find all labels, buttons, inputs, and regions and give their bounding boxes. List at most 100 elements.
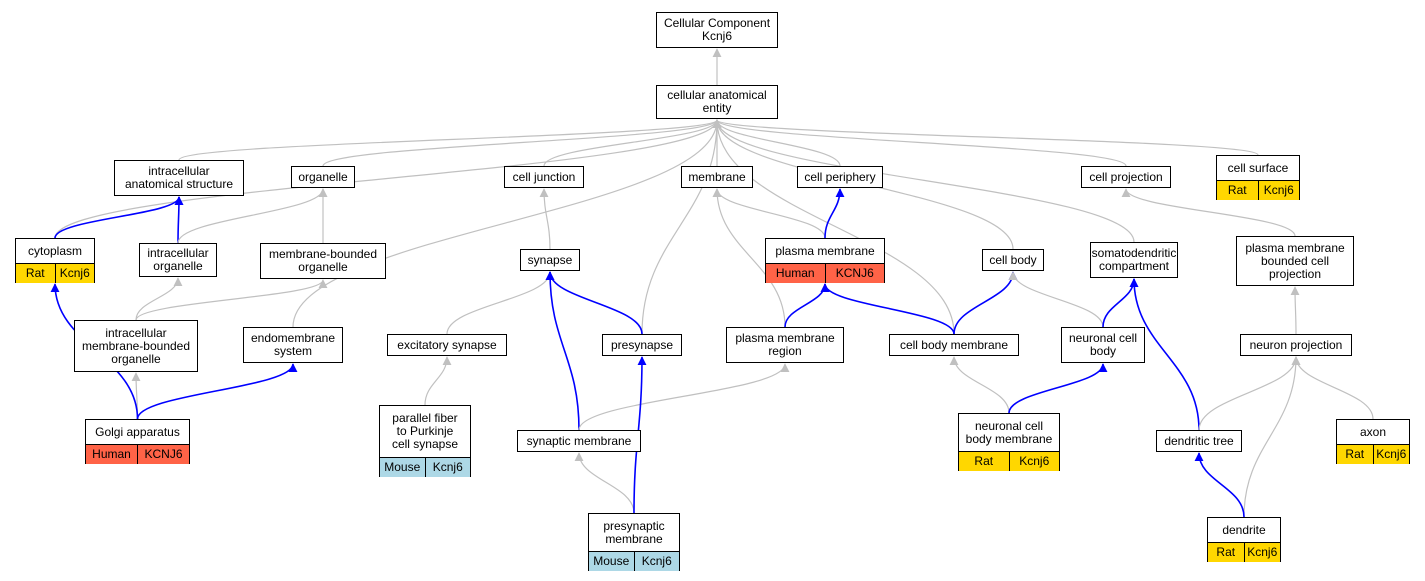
node-intraorg[interactable]: intracellular organelle xyxy=(139,243,217,277)
node-somato[interactable]: somatodendritic compartment xyxy=(1090,242,1178,278)
edge-excsyn-to-synapse xyxy=(446,271,555,335)
edge-ncbm-to-cbm xyxy=(949,356,1010,414)
node-label: membrane-bounded organelle xyxy=(268,247,378,274)
node-label: synapse xyxy=(527,252,573,267)
species-name: Rat xyxy=(25,266,45,280)
species-name: Mouse xyxy=(593,554,630,568)
gene-symbol: Kcnj6 xyxy=(1372,445,1410,464)
edge-cbm-to-plasmamembrane xyxy=(820,283,955,335)
edge-axon-to-neuronproj xyxy=(1291,356,1374,420)
node-label: excitatory synapse xyxy=(397,337,497,352)
node-neuronproj[interactable]: neuron projection xyxy=(1240,334,1352,356)
species-badge: Rat Kcnj6 xyxy=(1208,542,1280,562)
edge-somato-to-cae xyxy=(712,119,1135,243)
node-label: presynaptic membrane xyxy=(603,518,665,546)
edge-pmregion-to-plasmamembrane xyxy=(784,283,830,328)
node-label: plasma membrane region xyxy=(735,331,835,358)
node-label: dendrite xyxy=(1222,522,1266,537)
edge-ncbm-to-ncb xyxy=(1008,363,1108,414)
node-endomembrane[interactable]: endomembrane system xyxy=(243,327,343,363)
node-label: neuronal cell body xyxy=(1068,331,1138,358)
node-membrane[interactable]: membrane xyxy=(681,166,753,188)
edge-presynmem-to-synmem xyxy=(574,452,635,514)
edge-dendrite-to-dendtree xyxy=(1194,452,1245,518)
node-ias[interactable]: intracellular anatomical structure xyxy=(114,160,244,196)
edge-ncb-to-somato xyxy=(1102,278,1139,328)
edge-cellprojection-to-cae xyxy=(712,119,1127,167)
node-cae[interactable]: cellular anatomical entity xyxy=(656,85,778,119)
species-badge: Rat Kcnj6 xyxy=(1217,180,1299,200)
gene-symbol: Kcnj6 xyxy=(633,552,680,571)
edge-presynapse-to-cae xyxy=(641,119,722,335)
edge-pmbcp-to-cellprojection xyxy=(1121,188,1296,237)
node-cellbody[interactable]: cell body xyxy=(982,249,1044,271)
gene-symbol: KCNJ6 xyxy=(824,264,885,283)
edge-pfpcs-to-excsyn xyxy=(424,356,452,406)
node-mbo[interactable]: membrane-bounded organelle xyxy=(260,243,386,279)
node-label: intracellular anatomical structure xyxy=(124,164,234,191)
species-name: Human xyxy=(775,266,815,280)
node-label: plasma membrane xyxy=(775,243,875,258)
node-pmbcp[interactable]: plasma membrane bounded cell projection xyxy=(1236,236,1354,286)
edge-plasmamembrane-to-cellperiphery xyxy=(824,188,845,239)
edge-cbm-to-cellbody xyxy=(953,271,1018,335)
edge-cellsurface-to-cae xyxy=(712,119,1259,156)
node-cc[interactable]: Cellular Component Kcnj6 xyxy=(656,12,778,48)
node-excsyn[interactable]: excitatory synapse xyxy=(387,334,507,356)
edge-synmem-to-pmregion xyxy=(578,363,790,431)
node-imbo[interactable]: intracellular membrane-bounded organelle xyxy=(74,320,198,372)
node-label: cell periphery xyxy=(804,169,876,184)
gene-symbol: Kcnj6 xyxy=(424,458,471,477)
edge-cytoplasm-to-ias xyxy=(54,196,184,239)
node-presynapse[interactable]: presynapse xyxy=(602,334,682,356)
node-label: cell projection xyxy=(1089,169,1163,184)
node-label: plasma membrane bounded cell projection xyxy=(1245,240,1345,281)
node-synmem[interactable]: synaptic membrane xyxy=(517,430,641,452)
gene-symbol: KCNJ6 xyxy=(137,445,189,464)
node-celljunction[interactable]: cell junction xyxy=(504,166,584,188)
edge-imbo-to-mbo xyxy=(135,279,328,321)
node-organelle[interactable]: organelle xyxy=(291,166,355,188)
node-pmregion[interactable]: plasma membrane region xyxy=(726,327,844,363)
node-label: presynapse xyxy=(610,337,674,352)
node-synapse[interactable]: synapse xyxy=(520,249,580,271)
edge-dendrite-to-neuronproj xyxy=(1243,356,1301,518)
node-cellperiphery[interactable]: cell periphery xyxy=(797,166,883,188)
node-label: cell body membrane xyxy=(899,337,1009,352)
gene-symbol: Kcnj6 xyxy=(1257,181,1300,200)
node-label: cell junction xyxy=(512,169,576,184)
edge-dendtree-to-somato xyxy=(1129,278,1200,431)
species-name: Rat xyxy=(1216,545,1236,559)
edge-imbo-to-intraorg xyxy=(135,277,183,321)
edge-organelle-to-cae xyxy=(322,119,722,167)
species-name: Rat xyxy=(1227,183,1247,197)
edge-synmem-to-synapse xyxy=(545,271,580,431)
gene-symbol: Kcnj6 xyxy=(1243,543,1281,562)
node-label: cytoplasm xyxy=(27,243,83,258)
node-cellprojection[interactable]: cell projection xyxy=(1081,166,1171,188)
edge-celljunction-to-cae xyxy=(543,119,722,167)
node-label: neuronal cell body membrane xyxy=(965,418,1053,446)
gene-symbol: Kcnj6 xyxy=(54,264,95,283)
edge-pmregion-to-membrane xyxy=(712,188,786,328)
node-dendtree[interactable]: dendritic tree xyxy=(1156,430,1242,452)
node-ncb[interactable]: neuronal cell body xyxy=(1061,327,1145,363)
node-label: cellular anatomical entity xyxy=(667,88,767,115)
species-badge: Human KCNJ6 xyxy=(766,263,884,283)
node-label: axon xyxy=(1359,424,1387,439)
node-cbm[interactable]: cell body membrane xyxy=(889,334,1019,356)
node-label: synaptic membrane xyxy=(526,433,632,448)
